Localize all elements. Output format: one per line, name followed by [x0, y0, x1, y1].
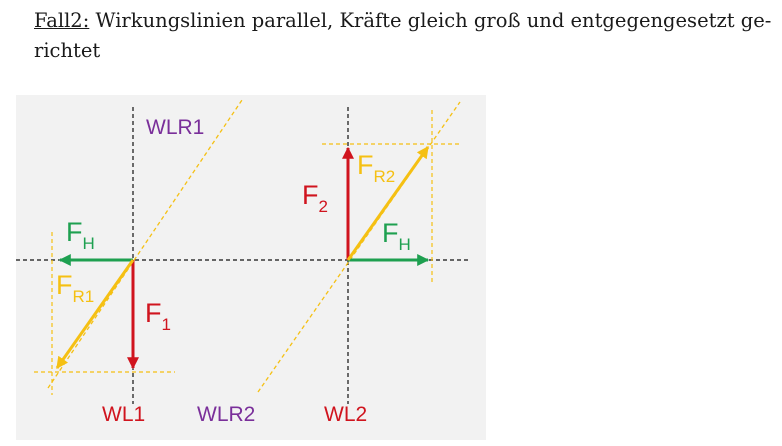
label-fr2: FR2	[357, 150, 395, 186]
label-wlr1: WLR1	[146, 116, 204, 139]
force-arrow-fr1	[55, 259, 135, 369]
label-wlr2: WLR2	[197, 403, 255, 426]
wlr1-line	[47, 99, 243, 389]
force-arrow-fr2	[346, 146, 430, 261]
diagram-panel	[16, 95, 486, 440]
label-fh-left: FH	[66, 217, 95, 253]
label-f1: F1	[145, 298, 171, 334]
heading-text-line2: richtet	[34, 39, 101, 62]
label-f2: F2	[302, 180, 328, 216]
label-fh-right: FH	[382, 218, 411, 254]
case-label: Fall2:	[34, 9, 90, 32]
label-wl1: WL1	[102, 403, 145, 426]
label-fr1: FR1	[56, 270, 94, 306]
label-wl2: WL2	[324, 403, 367, 426]
section-heading: Fall2: Wirkungslinien parallel, Kräfte g…	[34, 6, 774, 66]
heading-text-line1: Wirkungslinien parallel, Kräfte gleich g…	[95, 9, 772, 32]
